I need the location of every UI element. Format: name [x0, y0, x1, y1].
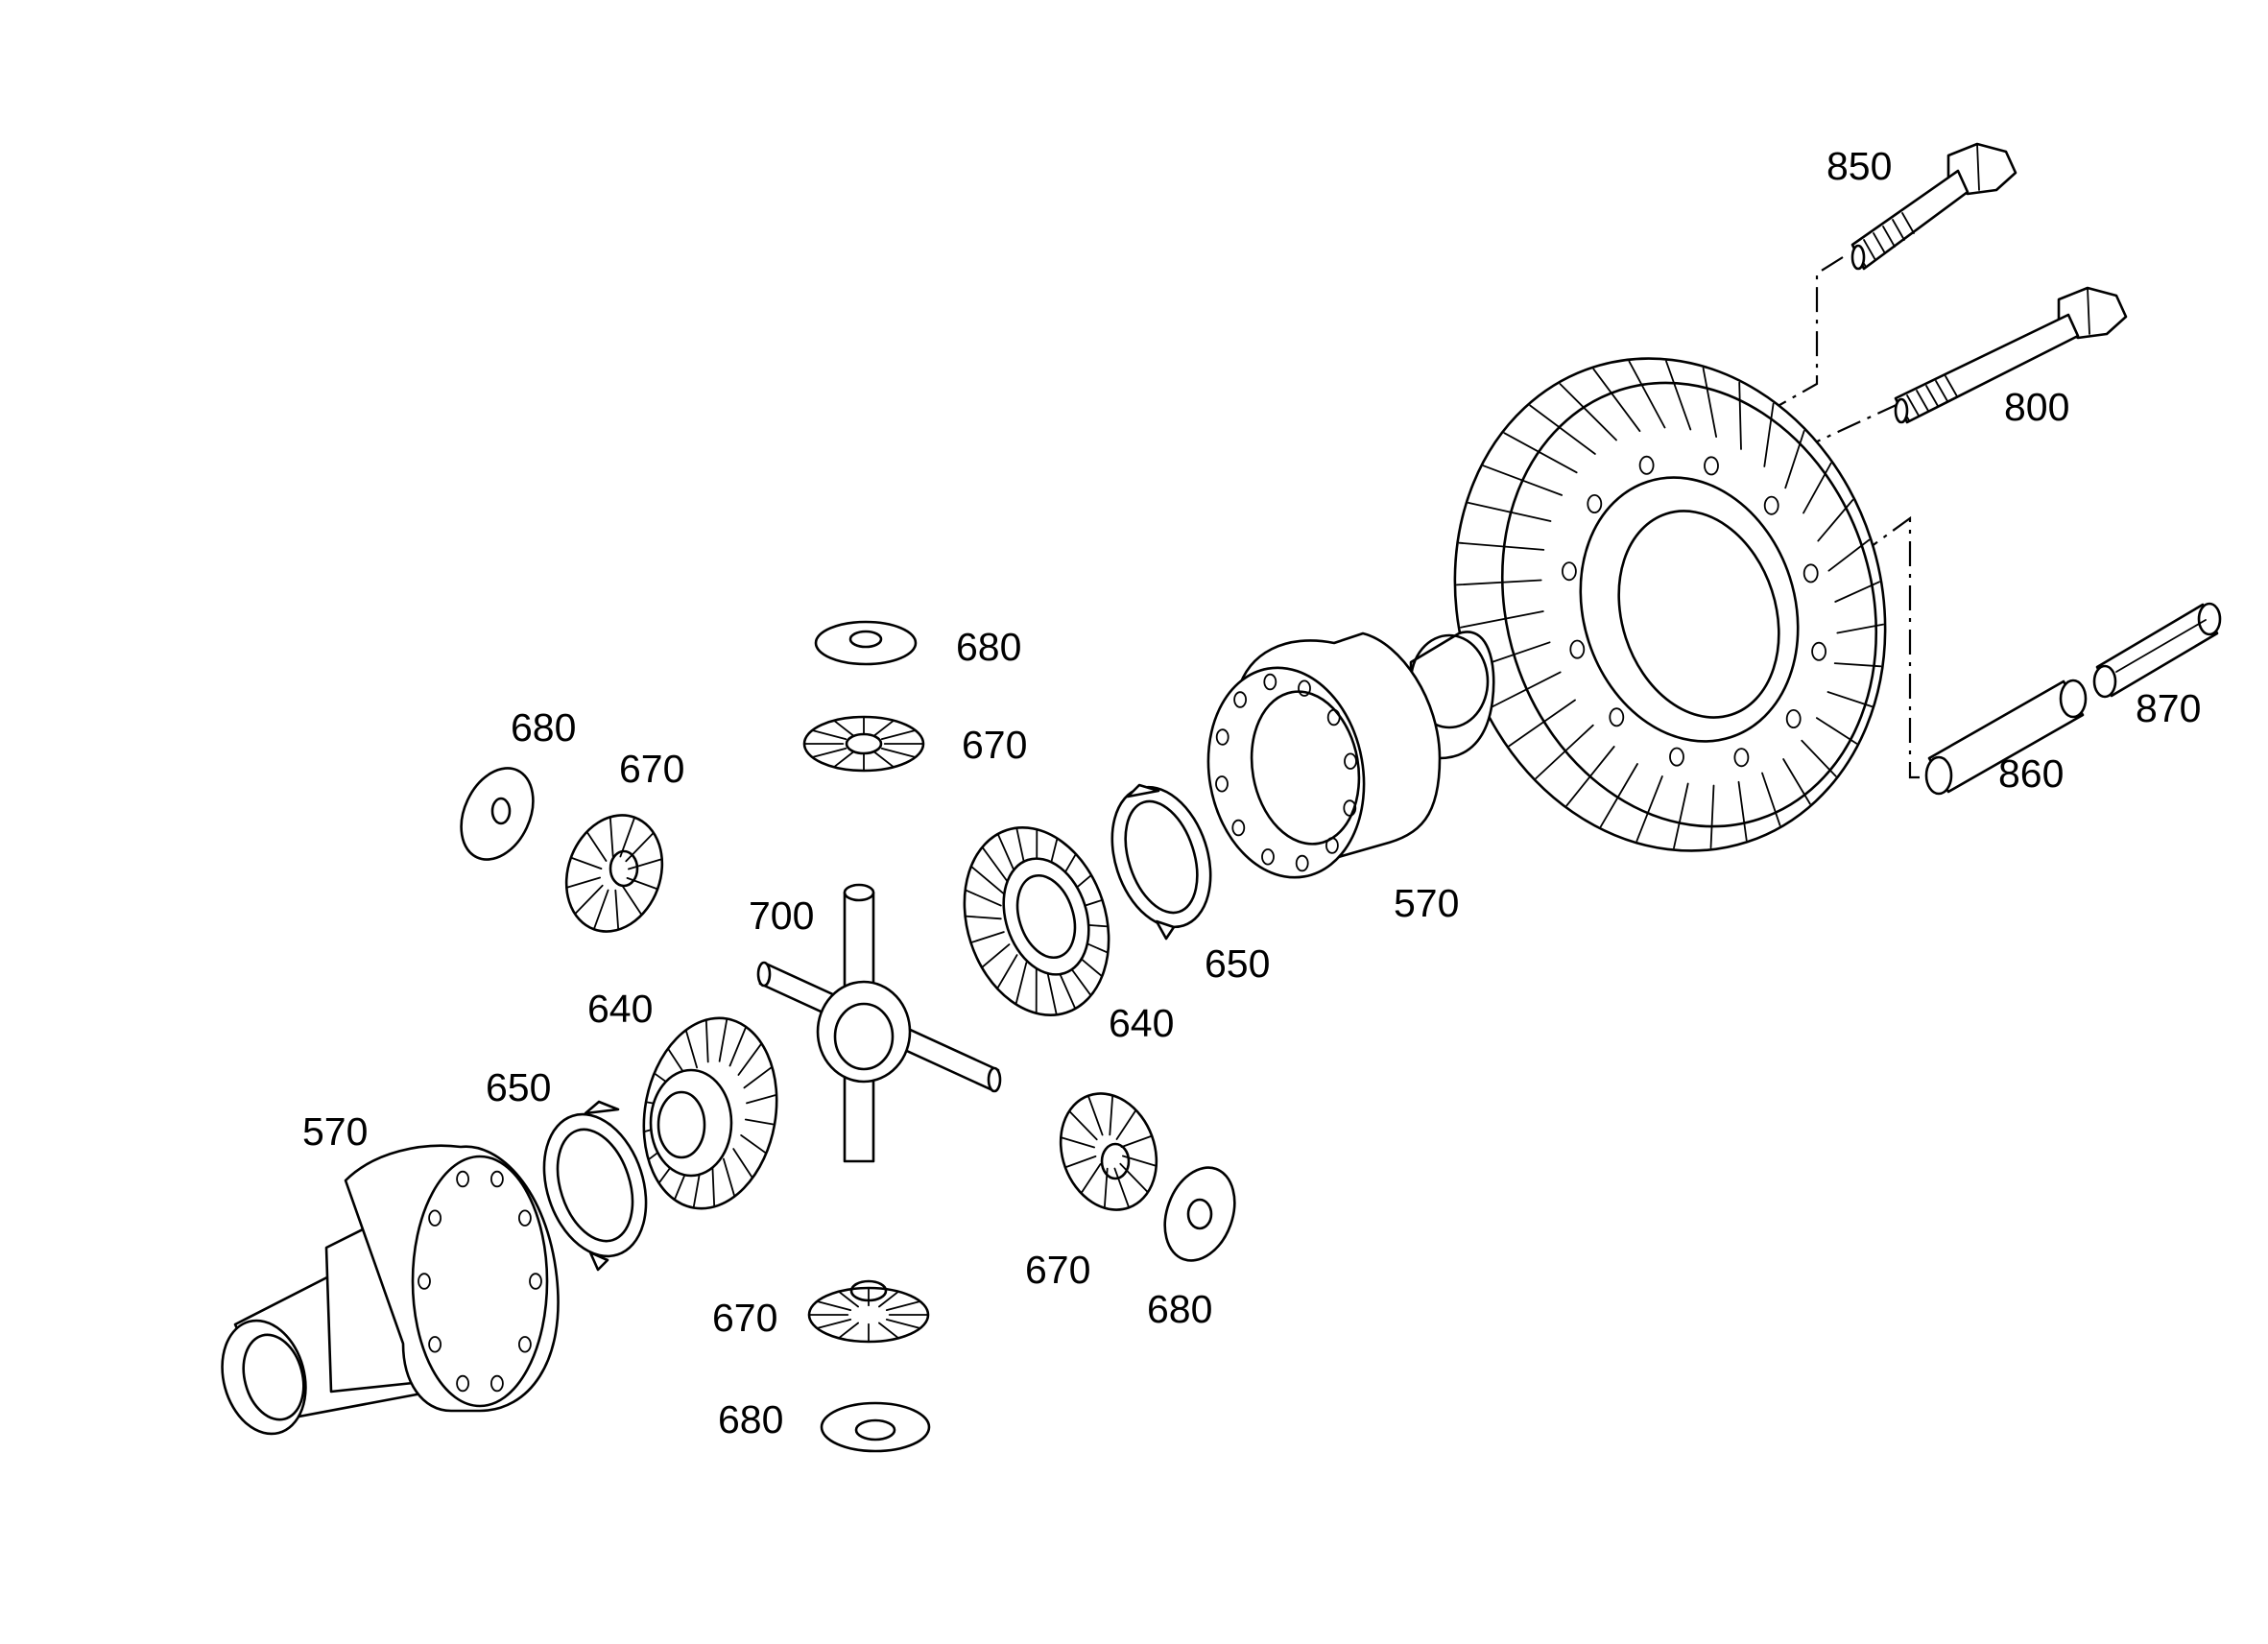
callout-650-right: 650: [1205, 941, 1270, 986]
callout-570-right: 570: [1394, 881, 1459, 925]
callout-labels: 850 800 870 860 570 680 670 680 670 700 …: [302, 144, 2201, 1441]
thrust-washer-icon: [1163, 1166, 1236, 1262]
bevel-pinion-icon: [802, 715, 925, 773]
callout-680-bottom: 680: [718, 1397, 783, 1441]
callout-850: 850: [1826, 144, 1892, 188]
callout-670-bottom: 670: [712, 1296, 777, 1340]
roll-pin-icon: [2092, 602, 2222, 699]
bevel-pinion-icon: [1059, 1092, 1158, 1211]
center-lines: [1765, 256, 1920, 779]
callout-670-top: 670: [962, 723, 1027, 767]
differential-housing-icon: [221, 1144, 560, 1436]
thrust-washer-icon: [820, 1401, 931, 1453]
callout-670-left: 670: [619, 747, 684, 791]
side-gear-icon: [642, 1016, 778, 1210]
callout-860: 860: [1998, 751, 2064, 796]
callout-640-left: 640: [587, 987, 653, 1031]
callout-680-left: 680: [511, 705, 576, 750]
callout-670-right: 670: [1025, 1248, 1090, 1292]
callout-700: 700: [749, 893, 814, 938]
shim-ring-icon: [542, 1100, 648, 1272]
bevel-pinion-icon: [807, 1279, 930, 1344]
callout-800: 800: [2004, 385, 2069, 429]
cross-shaft-icon: [756, 883, 1002, 1163]
callout-640-right: 640: [1109, 1001, 1174, 1045]
side-gear-icon: [963, 826, 1110, 1016]
thrust-washer-icon: [814, 620, 918, 666]
bevel-ring-gear-icon: [1453, 357, 1887, 852]
callout-680-top: 680: [956, 625, 1021, 669]
callout-650-left: 650: [486, 1065, 551, 1109]
differential-cover-icon: [1206, 631, 1495, 879]
shim-ring-icon: [1110, 783, 1212, 941]
callout-870: 870: [2136, 686, 2201, 730]
thrust-washer-icon: [460, 767, 535, 861]
callout-570-left: 570: [302, 1109, 368, 1154]
hex-bolt-icon: [1894, 286, 2128, 424]
callout-680-right: 680: [1147, 1287, 1212, 1331]
roll-pin-icon: [1924, 679, 2088, 796]
hex-bolt-icon: [1850, 142, 2017, 271]
bevel-pinion-icon: [564, 814, 664, 933]
